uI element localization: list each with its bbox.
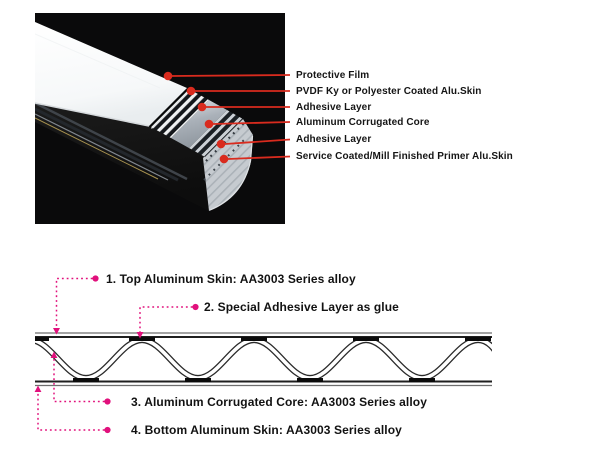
middle-skin-band bbox=[171, 100, 227, 148]
leader-dot bbox=[104, 426, 111, 434]
label-corrugated-core: Aluminum Corrugated Core bbox=[296, 116, 430, 128]
corrugated-core-band-lower bbox=[189, 110, 243, 157]
side-layer-line-gold bbox=[35, 117, 159, 180]
corrugated-core-wave bbox=[35, 336, 492, 382]
leader-line bbox=[212, 121, 291, 125]
label-protective-film: Protective Film bbox=[296, 69, 370, 81]
leader-line bbox=[224, 138, 291, 145]
red-leader-lines bbox=[171, 74, 291, 160]
leader-dot bbox=[186, 86, 196, 96]
leader-dot bbox=[163, 71, 173, 81]
side-layer-line bbox=[35, 101, 188, 181]
cross-section-diagram bbox=[35, 332, 492, 387]
pink-leader-arrows bbox=[34, 328, 144, 392]
leader-path-top-skin bbox=[55, 277, 93, 328]
leader-path-adhesive bbox=[139, 306, 193, 332]
label-service-skin: Service Coated/Mill Finished Primer Alu.… bbox=[296, 151, 513, 162]
panel-side-edge-layers bbox=[35, 101, 188, 182]
leader-dot bbox=[92, 275, 99, 282]
adhesive-dash-row bbox=[205, 122, 245, 162]
bottom-skin-layer bbox=[203, 119, 254, 211]
film-near-edge bbox=[35, 102, 150, 127]
wave-inner bbox=[35, 338, 492, 380]
arrow-down-icon bbox=[53, 328, 60, 335]
leader-dot bbox=[216, 139, 226, 149]
label-aluminum-core: 3. Aluminum Corrugated Core: AA3003 Seri… bbox=[131, 395, 427, 409]
label-special-adhesive: 2. Special Adhesive Layer as glue bbox=[204, 300, 399, 314]
leader-line bbox=[227, 155, 291, 160]
leader-line bbox=[171, 74, 291, 77]
red-leader-dots bbox=[163, 71, 229, 164]
leader-path-bottom-skin bbox=[37, 392, 105, 431]
label-coated-alu-skin: PVDF Ky or Polyester Coated Alu.Skin bbox=[296, 85, 482, 97]
coated-skin-edge-highlight bbox=[151, 90, 190, 129]
label-adhesive-layer-2: Adhesive Layer bbox=[296, 134, 372, 145]
arrow-up-icon bbox=[50, 351, 58, 358]
leader-dot bbox=[192, 303, 199, 311]
label-bottom-aluminum-skin: 4. Bottom Aluminum Skin: AA3003 Series a… bbox=[131, 423, 402, 437]
bottom-skin-edge-highlight bbox=[209, 135, 254, 211]
bottom-skin-stripes bbox=[203, 119, 253, 211]
pink-leader-dots bbox=[92, 275, 199, 434]
label-top-aluminum-skin: 1. Top Aluminum Skin: AA3003 Series allo… bbox=[106, 271, 356, 286]
leader-dot bbox=[204, 119, 214, 129]
arrow-down-icon bbox=[136, 332, 144, 339]
leader-dot bbox=[104, 398, 111, 405]
side-layer-line bbox=[35, 107, 179, 182]
protective-film-sheet bbox=[35, 22, 187, 126]
corrugated-core-band-upper bbox=[149, 88, 209, 138]
film-reflection-line bbox=[35, 33, 161, 89]
side-layer-line bbox=[35, 113, 169, 181]
label-adhesive-layer-1: Adhesive Layer bbox=[296, 101, 372, 113]
pink-leader-lines bbox=[37, 277, 193, 431]
leader-dot bbox=[197, 102, 207, 112]
product-photo bbox=[35, 13, 285, 224]
arrow-up-icon bbox=[34, 385, 42, 392]
leader-dot bbox=[219, 154, 229, 164]
